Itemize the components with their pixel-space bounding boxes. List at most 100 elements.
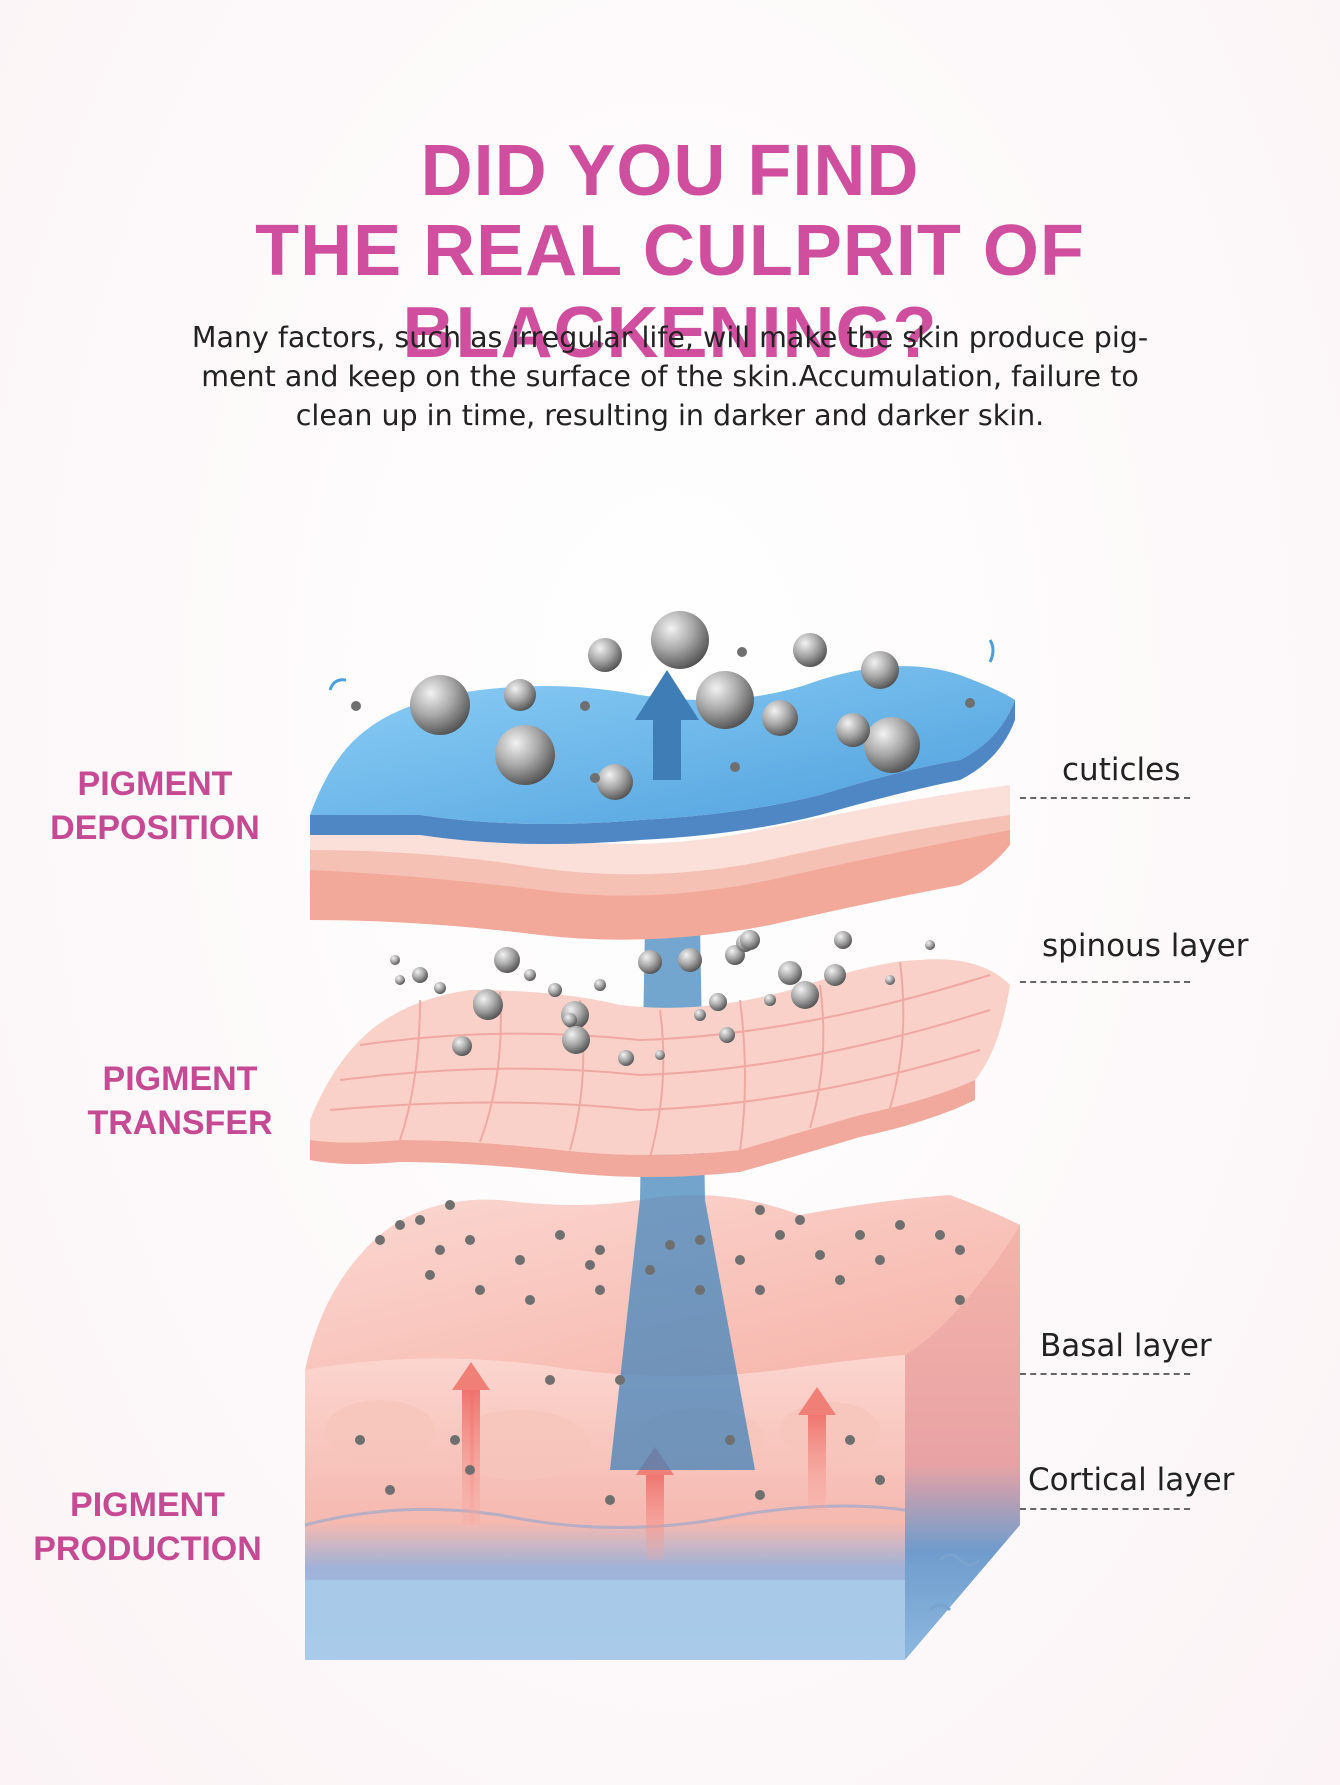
pigment-dot	[735, 1255, 745, 1265]
pigment-dot	[605, 1495, 615, 1505]
pigment-dot	[845, 1435, 855, 1445]
pigment-dot	[595, 1285, 605, 1295]
stage-label-line: PIGMENT	[77, 765, 233, 803]
pigment-dot	[465, 1465, 475, 1475]
pigment-dot	[445, 1200, 455, 1210]
stage-label-line: PRODUCTION	[33, 1530, 262, 1568]
pigment-dot	[955, 1245, 965, 1255]
pigment-dot	[955, 1295, 965, 1305]
pigment-dot	[965, 698, 975, 708]
description-paragraph: Many factors, such as irregular life, wi…	[140, 318, 1200, 435]
stage-label-pigment-transfer: PIGMENT TRANSFER	[50, 1057, 310, 1145]
pigment-particle	[638, 950, 662, 974]
stage-label-line: TRANSFER	[87, 1104, 273, 1142]
layer-label-cuticles: cuticles	[1062, 752, 1181, 788]
pigment-dot	[855, 1230, 865, 1240]
basal-leader-line	[1020, 1373, 1190, 1375]
pigment-particle	[678, 948, 702, 972]
pigment-particle	[562, 1026, 590, 1054]
pigment-particle	[588, 638, 622, 672]
description-line-2: ment and keep on the surface of the skin…	[201, 360, 1139, 393]
pigment-dot	[835, 1275, 845, 1285]
pigment-dot	[695, 1235, 705, 1245]
pigment-dot	[515, 1255, 525, 1265]
pigment-dot	[695, 1285, 705, 1295]
pigment-dot	[465, 1235, 475, 1245]
pigment-dot	[545, 1375, 555, 1385]
pigment-particle	[791, 981, 819, 1009]
pigment-particle	[762, 700, 798, 736]
pigment-particle	[434, 982, 446, 994]
pigment-dot	[425, 1270, 435, 1280]
pigment-particle	[594, 979, 606, 991]
pigment-dot	[730, 762, 740, 772]
pigment-particle	[412, 967, 428, 983]
pigment-particle	[563, 1013, 577, 1027]
pigment-particle	[709, 993, 727, 1011]
description-line-1: Many factors, such as irregular life, wi…	[191, 321, 1149, 354]
pigment-particle	[864, 717, 920, 773]
description-line-3: clean up in time, resulting in darker an…	[295, 399, 1045, 432]
pigment-dot	[375, 1235, 385, 1245]
pigment-dot	[775, 1230, 785, 1240]
pigment-particle	[548, 983, 562, 997]
pigment-dot	[585, 1260, 595, 1270]
pigment-dot	[755, 1490, 765, 1500]
pigment-particle	[696, 671, 754, 729]
layer-label-spinous: spinous layer	[1042, 928, 1249, 964]
pigment-particle	[597, 764, 633, 800]
stage-label-line: PIGMENT	[102, 1060, 258, 1098]
pigment-particle	[651, 611, 709, 669]
pigment-particle	[778, 961, 802, 985]
pigment-dot	[875, 1255, 885, 1265]
page-title-line-2: THE REAL CULPRIT OF BLACKENING?	[255, 211, 1085, 373]
cuticles-leader-line	[1020, 797, 1190, 799]
pigment-particle	[836, 713, 870, 747]
pigment-dot	[450, 1435, 460, 1445]
pigment-dot	[665, 1240, 675, 1250]
pigment-dot	[555, 1230, 565, 1240]
pigment-particle	[694, 1009, 706, 1021]
pigment-dot	[875, 1475, 885, 1485]
pigment-particle	[395, 975, 405, 985]
pigment-dot	[395, 1220, 405, 1230]
stage-label-pigment-production: PIGMENT PRODUCTION	[20, 1483, 275, 1571]
pigment-dot	[755, 1205, 765, 1215]
page-title-line-1: DID YOU FIND	[420, 131, 920, 211]
pigment-dot	[815, 1250, 825, 1260]
pigment-particle	[410, 675, 470, 735]
spinous-leader-line	[1020, 981, 1190, 983]
pigment-dot	[615, 1375, 625, 1385]
pigment-particle	[494, 947, 520, 973]
pigment-dot	[355, 1435, 365, 1445]
pigment-dot	[935, 1230, 945, 1240]
pigment-dot	[435, 1245, 445, 1255]
pigment-particle	[452, 1036, 472, 1056]
pigment-particle	[655, 1050, 665, 1060]
pigment-particle	[719, 1027, 735, 1043]
pigment-dot	[755, 1285, 765, 1295]
pigment-dot	[795, 1215, 805, 1225]
stage-label-line: PIGMENT	[70, 1486, 225, 1524]
pigment-particle	[524, 969, 536, 981]
pigment-particle	[504, 679, 536, 711]
cortical-leader-line	[1020, 1508, 1190, 1510]
pigment-dot	[385, 1485, 395, 1495]
pigment-particle	[473, 990, 503, 1020]
pigment-particle	[824, 964, 846, 986]
pigment-dot	[415, 1215, 425, 1225]
pigment-dot	[895, 1220, 905, 1230]
layer-label-basal: Basal layer	[1040, 1328, 1212, 1364]
pigment-particle	[885, 975, 895, 985]
pigment-particle	[925, 940, 935, 950]
layer-label-cortical: Cortical layer	[1028, 1462, 1235, 1498]
pigment-particle	[390, 955, 400, 965]
stage-label-line: DEPOSITION	[50, 809, 260, 847]
pigment-particle	[834, 931, 852, 949]
pigment-dot	[595, 1245, 605, 1255]
pigment-dot	[351, 701, 361, 711]
pigment-dot	[737, 647, 747, 657]
pigment-dot	[725, 1435, 735, 1445]
